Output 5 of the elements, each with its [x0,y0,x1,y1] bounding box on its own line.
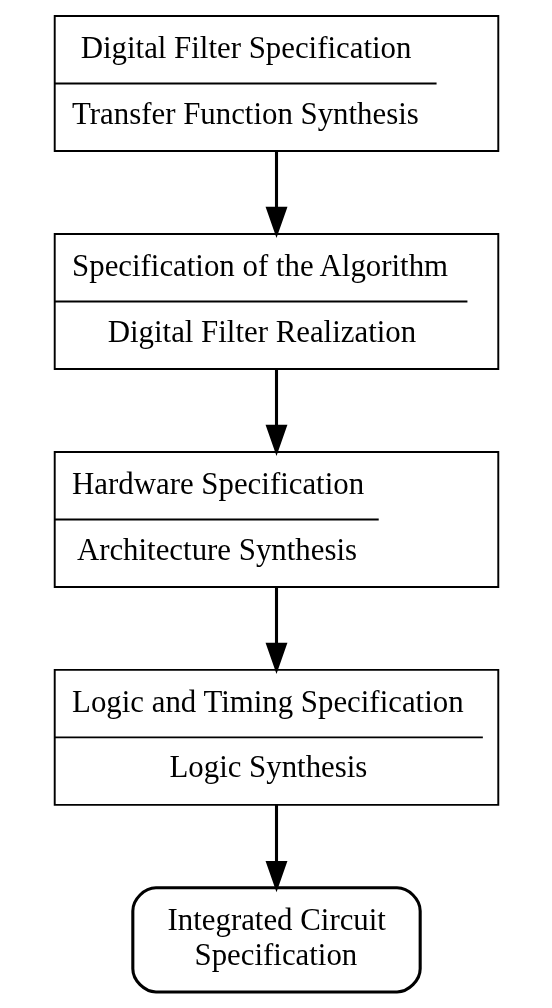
node-box: Integrated Circuit Specification [130,886,422,994]
arrow [265,369,287,457]
arrow [265,587,287,674]
arrow [265,804,287,893]
arrow [265,151,287,239]
